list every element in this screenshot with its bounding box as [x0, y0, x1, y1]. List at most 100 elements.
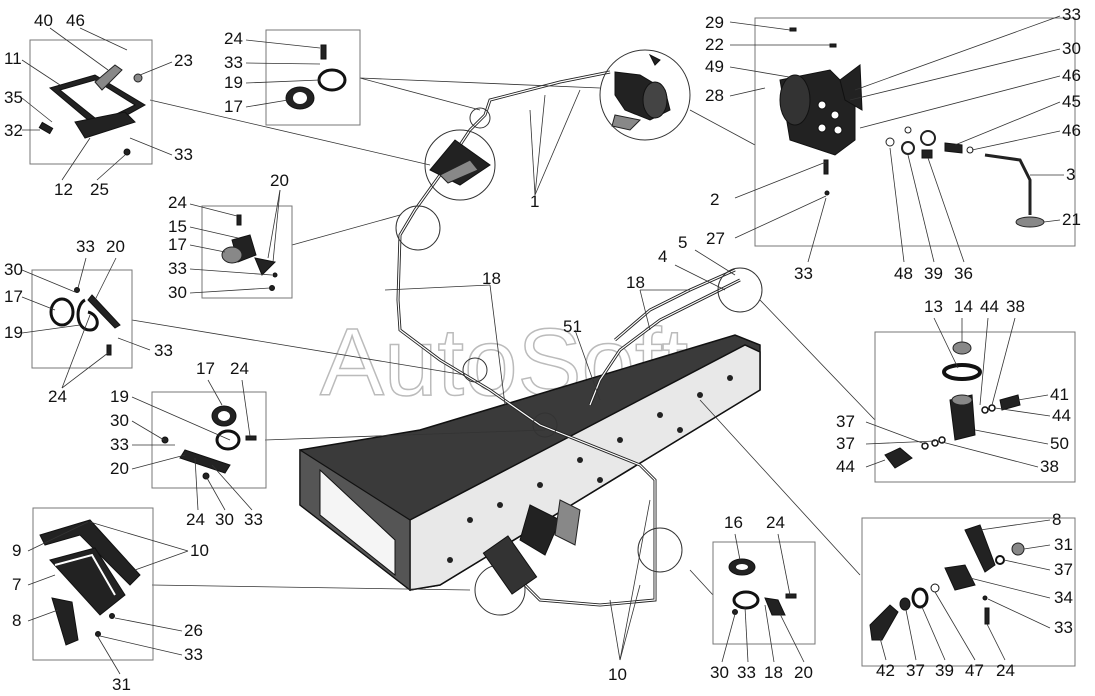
label: 38 [1006, 297, 1025, 316]
label: 36 [954, 264, 973, 283]
box-lower-left: 17 24 19 30 33 20 24 30 33 [110, 359, 267, 529]
label: 23 [174, 51, 193, 70]
brake-crane-top [611, 53, 671, 131]
label: 4 [658, 247, 667, 266]
label: 2 [710, 190, 719, 209]
chassis-frame [299, 334, 761, 592]
label: 37 [906, 661, 925, 680]
label: 37 [1054, 560, 1073, 579]
label: 17 [224, 97, 243, 116]
label: 19 [110, 387, 129, 406]
box-right-mid: 13 14 44 38 41 37 44 37 50 44 38 [836, 297, 1076, 483]
label: 37 [836, 434, 855, 453]
label: 18 [482, 269, 501, 288]
box-bottom-mid: 16 24 30 33 18 20 [710, 513, 816, 682]
label: 33 [168, 259, 187, 278]
label: 1 [530, 192, 539, 211]
label: 48 [894, 264, 913, 283]
label: 20 [106, 237, 125, 256]
label: 31 [1054, 535, 1073, 554]
label: 30 [710, 663, 729, 682]
box-clamp-top: 24 33 19 17 [224, 29, 361, 126]
label: 25 [90, 180, 109, 199]
label: 22 [705, 35, 724, 54]
label: 24 [766, 513, 785, 532]
label: 28 [705, 86, 724, 105]
label: 17 [168, 235, 187, 254]
label: 46 [66, 11, 85, 30]
label: 27 [706, 229, 725, 248]
leader-lines [131, 77, 876, 661]
label: 33 [174, 145, 193, 164]
brake-chamber [482, 499, 581, 595]
label: 42 [876, 661, 895, 680]
label: 37 [836, 412, 855, 431]
label: 30 [1062, 39, 1081, 58]
box-left: 33 20 30 17 19 33 24 [4, 237, 173, 406]
label: 33 [110, 435, 129, 454]
label: 44 [980, 297, 999, 316]
label: 30 [215, 510, 234, 529]
label: 10 [608, 665, 627, 684]
label: 39 [924, 264, 943, 283]
label: 39 [935, 661, 954, 680]
label: 51 [563, 317, 582, 336]
center-labels: 1 18 5 4 18 51 10 [482, 192, 687, 684]
label: 21 [1062, 210, 1081, 229]
label: 5 [678, 233, 687, 252]
label: 8 [1052, 510, 1061, 529]
label: 18 [626, 273, 645, 292]
label: 17 [4, 287, 23, 306]
label: 46 [1062, 121, 1081, 140]
air-pipes [396, 70, 741, 607]
lever-element [429, 139, 491, 186]
label: 15 [168, 217, 187, 236]
label: 30 [4, 260, 23, 279]
label: 33 [154, 341, 173, 360]
label: 8 [12, 611, 21, 630]
label: 13 [924, 297, 943, 316]
label: 30 [168, 283, 187, 302]
label: 33 [244, 510, 263, 529]
label: 40 [34, 11, 53, 30]
label: 29 [705, 13, 724, 32]
label: 44 [836, 457, 855, 476]
label: 33 [737, 663, 756, 682]
label: 20 [270, 171, 289, 190]
label: 35 [4, 88, 23, 107]
box-mid-left: 24 15 17 33 30 20 [168, 171, 293, 302]
label: 33 [1054, 618, 1073, 637]
label: 34 [1054, 588, 1073, 607]
label: 46 [1062, 66, 1081, 85]
label: 10 [190, 541, 209, 560]
label: 33 [184, 645, 203, 664]
label: 33 [224, 53, 243, 72]
label: 33 [76, 237, 95, 256]
label: 38 [1040, 457, 1059, 476]
label: 11 [4, 49, 22, 68]
label: 14 [954, 297, 973, 316]
label: 7 [12, 575, 21, 594]
label: 24 [996, 661, 1015, 680]
label: 24 [224, 29, 243, 48]
label: 45 [1062, 92, 1081, 111]
label: 20 [794, 663, 813, 682]
label: 50 [1050, 434, 1069, 453]
label: 31 [112, 675, 131, 694]
label: 9 [12, 541, 21, 560]
label: 19 [4, 323, 23, 342]
label: 49 [705, 57, 724, 76]
label: 33 [794, 264, 813, 283]
label: 41 [1050, 385, 1069, 404]
label: 47 [965, 661, 984, 680]
label: 44 [1052, 406, 1071, 425]
label: 24 [186, 510, 205, 529]
label: 12 [54, 180, 73, 199]
box-top-left: 40 46 11 23 35 32 12 25 33 [4, 11, 193, 199]
label: 20 [110, 459, 129, 478]
box-bottom-right: 8 31 37 34 33 42 37 39 47 24 [861, 510, 1076, 680]
label: 19 [224, 73, 243, 92]
label: 24 [48, 387, 67, 406]
label: 24 [168, 193, 187, 212]
